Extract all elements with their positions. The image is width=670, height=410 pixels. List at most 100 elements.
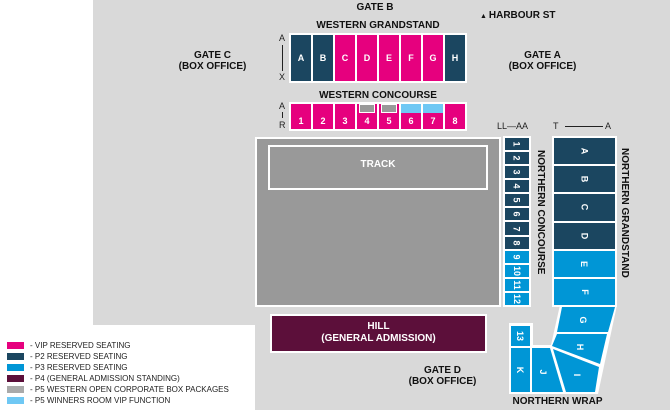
northern-concourse-section[interactable]: 5 — [505, 194, 529, 207]
legend-item: - P5 WESTERN OPEN CORPORATE BOX PACKAGES — [7, 384, 229, 395]
wc-row-start: A — [279, 101, 286, 111]
gate-b-label: GATE B — [356, 2, 394, 13]
gate-c-label: GATE C (BOX OFFICE) — [178, 50, 247, 72]
northern-wrap-title: NORTHERN WRAP — [512, 396, 603, 407]
western-concourse-section[interactable]: 7 — [423, 104, 443, 129]
northern-concourse-section[interactable]: 9 — [505, 250, 529, 263]
northern-concourse-section[interactable]: 7 — [505, 222, 529, 235]
wrap-label-h: H — [575, 344, 585, 351]
legend-label: - P4 (GENERAL ADMISSION STANDING) — [30, 374, 180, 383]
western-concourse: 1 2 3 4 5 6 7 8 — [289, 102, 467, 131]
corporate-box[interactable] — [381, 104, 397, 113]
western-concourse-section[interactable]: 3 — [335, 104, 355, 129]
western-grandstand-section[interactable]: D — [357, 35, 377, 81]
western-grandstand-section[interactable]: F — [401, 35, 421, 81]
northern-grandstand-title: NORTHERN GRANDSTAND — [619, 148, 630, 278]
legend-swatch — [7, 342, 24, 349]
western-concourse-section[interactable]: 5 — [379, 104, 399, 129]
wrap-section-g[interactable] — [557, 307, 615, 332]
western-grandstand-section[interactable]: E — [379, 35, 399, 81]
northern-concourse-section[interactable]: 6 — [505, 208, 529, 221]
section-label: 6 — [408, 116, 414, 126]
wrap-label-k: K — [515, 367, 525, 374]
gate-d-label: GATE D (BOX OFFICE) — [408, 365, 477, 387]
section-label: 1 — [298, 116, 304, 126]
legend: - VIP RESERVED SEATING - P2 RESERVED SEAT… — [7, 340, 229, 406]
western-concourse-section[interactable]: 2 — [313, 104, 333, 129]
northern-grandstand-section[interactable]: C — [554, 194, 615, 221]
legend-swatch — [7, 375, 24, 382]
legend-label: - VIP RESERVED SEATING — [30, 341, 131, 350]
wc-row-end: R — [279, 120, 286, 130]
legend-item: - VIP RESERVED SEATING — [7, 340, 229, 351]
northern-concourse-section[interactable]: 8 — [505, 236, 529, 249]
legend-item: - P3 RESERVED SEATING — [7, 362, 229, 373]
legend-swatch — [7, 386, 24, 393]
northern-concourse-section[interactable]: 10 — [505, 264, 529, 277]
section-label: 2 — [320, 116, 326, 126]
winners-room[interactable] — [401, 104, 421, 113]
wg-row-start: A — [279, 33, 286, 43]
section-label: 5 — [386, 116, 392, 126]
ng-row-end: A — [605, 121, 612, 131]
western-concourse-section[interactable]: 6 — [401, 104, 421, 129]
winners-room[interactable] — [423, 104, 443, 113]
western-grandstand-section[interactable]: H — [445, 35, 465, 81]
western-concourse-section[interactable]: 8 — [445, 104, 465, 129]
northern-concourse-section[interactable]: 3 — [505, 166, 529, 179]
western-grandstand-section[interactable]: C — [335, 35, 355, 81]
legend-label: - P5 WINNERS ROOM VIP FUNCTION — [30, 396, 171, 405]
section-label: 4 — [364, 116, 370, 126]
wg-row-end: X — [279, 72, 286, 82]
wrap-section-j[interactable] — [532, 348, 563, 392]
corporate-box[interactable] — [359, 104, 375, 113]
ng-row-line — [565, 126, 603, 127]
section-label: 3 — [342, 116, 348, 126]
western-grandstand-section[interactable]: B — [313, 35, 333, 81]
wrap-section-k[interactable] — [511, 348, 530, 392]
legend-swatch — [7, 397, 24, 404]
wrap-section-13[interactable] — [511, 326, 530, 346]
western-grandstand-section[interactable]: G — [423, 35, 443, 81]
northern-grandstand-section[interactable]: B — [554, 166, 615, 193]
wrap-label-g: G — [578, 316, 588, 323]
wrap-label-i: I — [572, 374, 582, 377]
northern-grandstand-section[interactable]: A — [554, 138, 615, 165]
section-label: 8 — [452, 116, 458, 126]
legend-item: - P4 (GENERAL ADMISSION STANDING) — [7, 373, 229, 384]
section-label: 7 — [430, 116, 436, 126]
northern-concourse-section[interactable]: 1 — [505, 138, 529, 151]
hill-section[interactable]: HILL (GENERAL ADMISSION) — [270, 314, 487, 353]
nc-row-range: LL—AA — [497, 121, 529, 131]
western-grandstand-section[interactable]: A — [291, 35, 311, 81]
legend-label: - P5 WESTERN OPEN CORPORATE BOX PACKAGES — [30, 385, 229, 394]
wc-row-line — [282, 112, 283, 118]
northern-grandstand-section[interactable]: E — [554, 250, 615, 277]
track[interactable]: TRACK — [268, 145, 488, 190]
wrap-label-j: J — [538, 369, 548, 374]
legend-item: - P2 RESERVED SEATING — [7, 351, 229, 362]
western-concourse-section[interactable]: 1 — [291, 104, 311, 129]
gate-a-label: GATE A (BOX OFFICE) — [508, 50, 577, 72]
north-arrow-icon: ▲ — [480, 13, 489, 20]
legend-label: - P2 RESERVED SEATING — [30, 352, 128, 361]
northern-concourse-title: NORTHERN CONCOURSE — [535, 150, 546, 275]
northern-concourse-section[interactable]: 2 — [505, 152, 529, 165]
wrap-section-h[interactable] — [552, 334, 607, 364]
northern-concourse-section[interactable]: 4 — [505, 180, 529, 193]
western-concourse-section[interactable]: 4 — [357, 104, 377, 129]
northern-concourse-section[interactable]: 11 — [505, 278, 529, 291]
northern-grandstand-section[interactable]: F — [554, 278, 615, 306]
wrap-section-i[interactable] — [553, 349, 599, 392]
legend-item: - P5 WINNERS ROOM VIP FUNCTION — [7, 395, 229, 406]
northern-concourse-section[interactable]: 12 — [505, 292, 529, 305]
western-grandstand-title: WESTERN GRANDSTAND — [316, 20, 440, 31]
harbour-st-label: ▲ HARBOUR ST — [480, 10, 556, 21]
northern-grandstand-section[interactable]: D — [554, 222, 615, 249]
wg-row-line — [282, 45, 283, 71]
wrap-label-13: 13 — [515, 331, 525, 341]
